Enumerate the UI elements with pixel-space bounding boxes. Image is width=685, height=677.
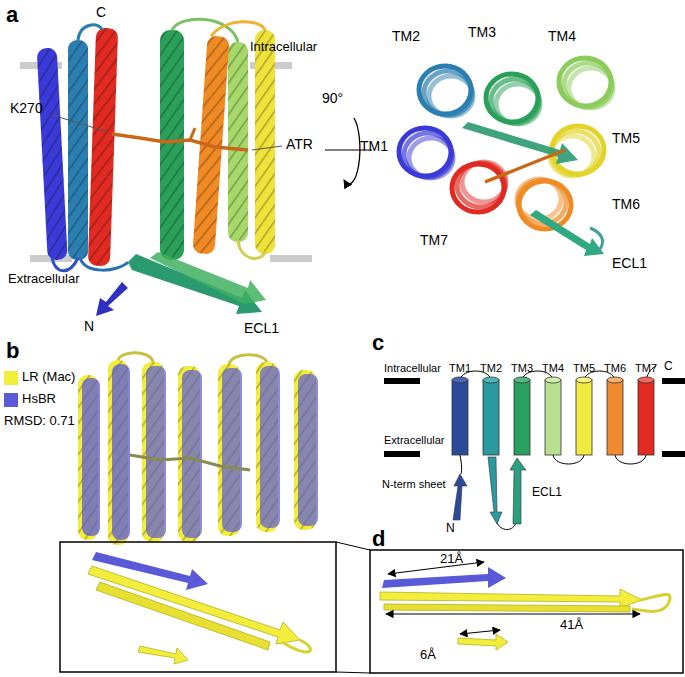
annotation-label: ECL1 <box>612 255 647 271</box>
annotation-label: 41Å <box>560 618 583 633</box>
annotation-label: TM3 <box>511 362 533 375</box>
annotation-label: C <box>664 360 673 374</box>
panel-letter: b <box>6 338 19 363</box>
panel-letter: c <box>372 330 384 355</box>
annotation-label: TM3 <box>468 24 496 40</box>
annotation-label: TM7 <box>635 362 657 375</box>
annotation-label: TM6 <box>604 362 626 375</box>
annotation-label: 21Å <box>440 552 463 567</box>
annotation-label: TM7 <box>420 232 448 248</box>
annotation-label: Extracellular <box>8 272 80 287</box>
legend-swatch <box>4 393 18 407</box>
annotation-label: TM6 <box>612 196 640 212</box>
legend-text: HsBR <box>22 392 56 407</box>
panel-letter: a <box>6 2 18 27</box>
annotation-label: C <box>96 4 106 20</box>
annotation-label: TM5 <box>573 362 595 375</box>
legend-text: LR (Mac) <box>22 370 75 385</box>
annotation-label: N <box>84 318 94 334</box>
annotation-label: Extracellular <box>384 434 445 447</box>
panel-letter: d <box>372 526 385 551</box>
annotation-label: TM5 <box>612 130 640 146</box>
annotation-label: TM1 <box>449 362 471 375</box>
annotation-label: Intracellular <box>250 40 317 55</box>
annotation-label: ECL1 <box>244 320 279 336</box>
annotation-label: TM4 <box>548 28 576 44</box>
annotation-label: ECL1 <box>532 486 562 500</box>
annotation-label: RMSD: 0.71 <box>4 414 75 429</box>
annotation-label: TM2 <box>392 28 420 44</box>
annotation-label: TM2 <box>480 362 502 375</box>
annotation-label: 6Å <box>420 648 436 663</box>
annotation-label: TM1 <box>360 138 388 154</box>
legend-swatch <box>4 371 18 385</box>
annotation-label: ATR <box>286 136 313 152</box>
annotation-label: N <box>446 522 455 536</box>
annotation-label: 90° <box>322 90 343 106</box>
annotation-label: N-term sheet <box>382 478 446 491</box>
annotation-label: Intracellular <box>384 362 441 375</box>
annotation-label: K270 <box>10 100 43 116</box>
annotation-label: TM4 <box>542 362 564 375</box>
